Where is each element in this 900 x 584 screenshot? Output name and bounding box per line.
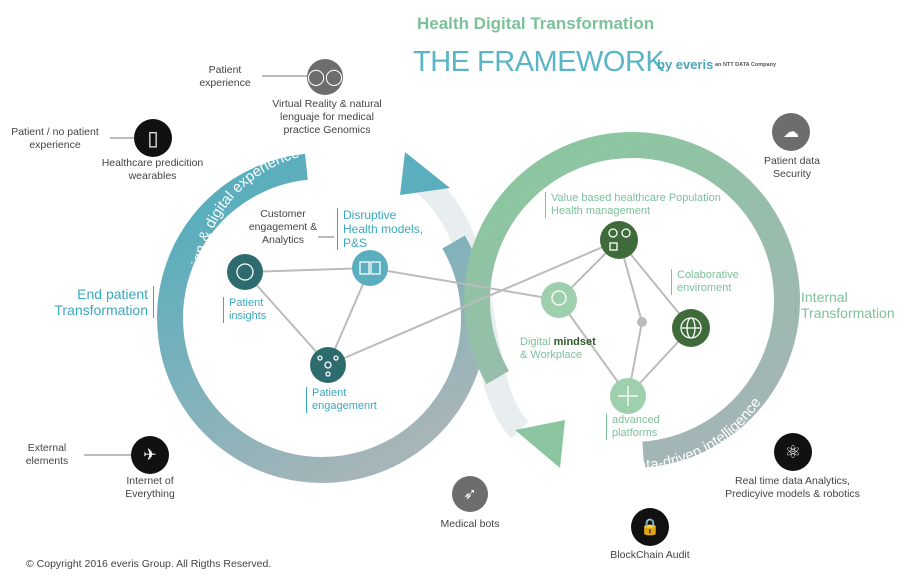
padlock-icon: 🔒 [631, 508, 669, 546]
vr-label: Virtual Reality & natural lenguaje for m… [272, 98, 382, 136]
head-icon [551, 290, 567, 306]
satellite-icon: ✈ [131, 436, 169, 474]
value-based-label: Value based healthcare Population Health… [545, 192, 721, 218]
copyright: © Copyright 2016 everis Group. All Rigth… [26, 558, 272, 570]
patient-no-patient-category: Patient / no patient experience [11, 126, 99, 151]
internet-label: Internet of Everything [125, 475, 175, 500]
cycle-icon [236, 263, 254, 281]
smartphone-icon: ▯ [134, 119, 172, 157]
value-based-node [600, 221, 638, 259]
digital-mindset-label: Digital mindset& Workplace [520, 336, 596, 361]
right-ring [464, 131, 800, 468]
internal-transformation-label: Internal Transformation [795, 289, 900, 321]
disruptive-node [352, 250, 388, 286]
patient-experience-category: Patient experience [199, 64, 251, 89]
disruptive-label: Disruptive Health models, P&S [337, 208, 433, 250]
collaborative-label: Colaborative enviroment [671, 269, 757, 295]
junction-dot [637, 317, 647, 327]
external-elements-category: External elements [25, 442, 69, 467]
digital-mindset-node [541, 282, 577, 318]
wearables-label: Healthcare predicition wearables [101, 157, 204, 182]
glasses-icon: ◯◯ [307, 59, 343, 95]
patient-engagement-node [310, 347, 346, 383]
analytics-label: Real time data Analytics, Predicyive mod… [725, 475, 860, 500]
left-ring-arrowhead [400, 152, 450, 195]
customer-engagement-label: Customer engagement & Analytics [248, 208, 318, 246]
rocket-icon: ➶ [452, 476, 488, 512]
end-patient-label: End patient Transformation [40, 286, 154, 318]
cloud-lock-icon: ☁ [772, 113, 810, 151]
main-title: Health Digital Transformation [417, 14, 655, 33]
shapes-icon [609, 242, 618, 251]
patient-insights-label: Patient insights [223, 297, 279, 323]
right-ring-arrowhead [515, 420, 565, 468]
patient-engagement-label: Patient engagemenrt [306, 387, 392, 413]
framework-title: THE FRAMEWORK [413, 46, 665, 78]
data-security-label: Patient data Security [763, 155, 821, 180]
brand-logo: by everis [657, 57, 714, 72]
patient-insights-node [227, 254, 263, 290]
left-ring [156, 152, 487, 483]
blockchain-label: BlockChain Audit [610, 549, 690, 561]
atom-icon: ⚛ [774, 433, 812, 471]
cards-icon [359, 261, 370, 275]
advanced-platforms-label: advanced platforms [606, 414, 672, 440]
network-icon [324, 361, 332, 369]
medical-bots-label: Medical bots [440, 518, 500, 530]
brand-tagline: an NTT DATA Company [715, 62, 777, 68]
